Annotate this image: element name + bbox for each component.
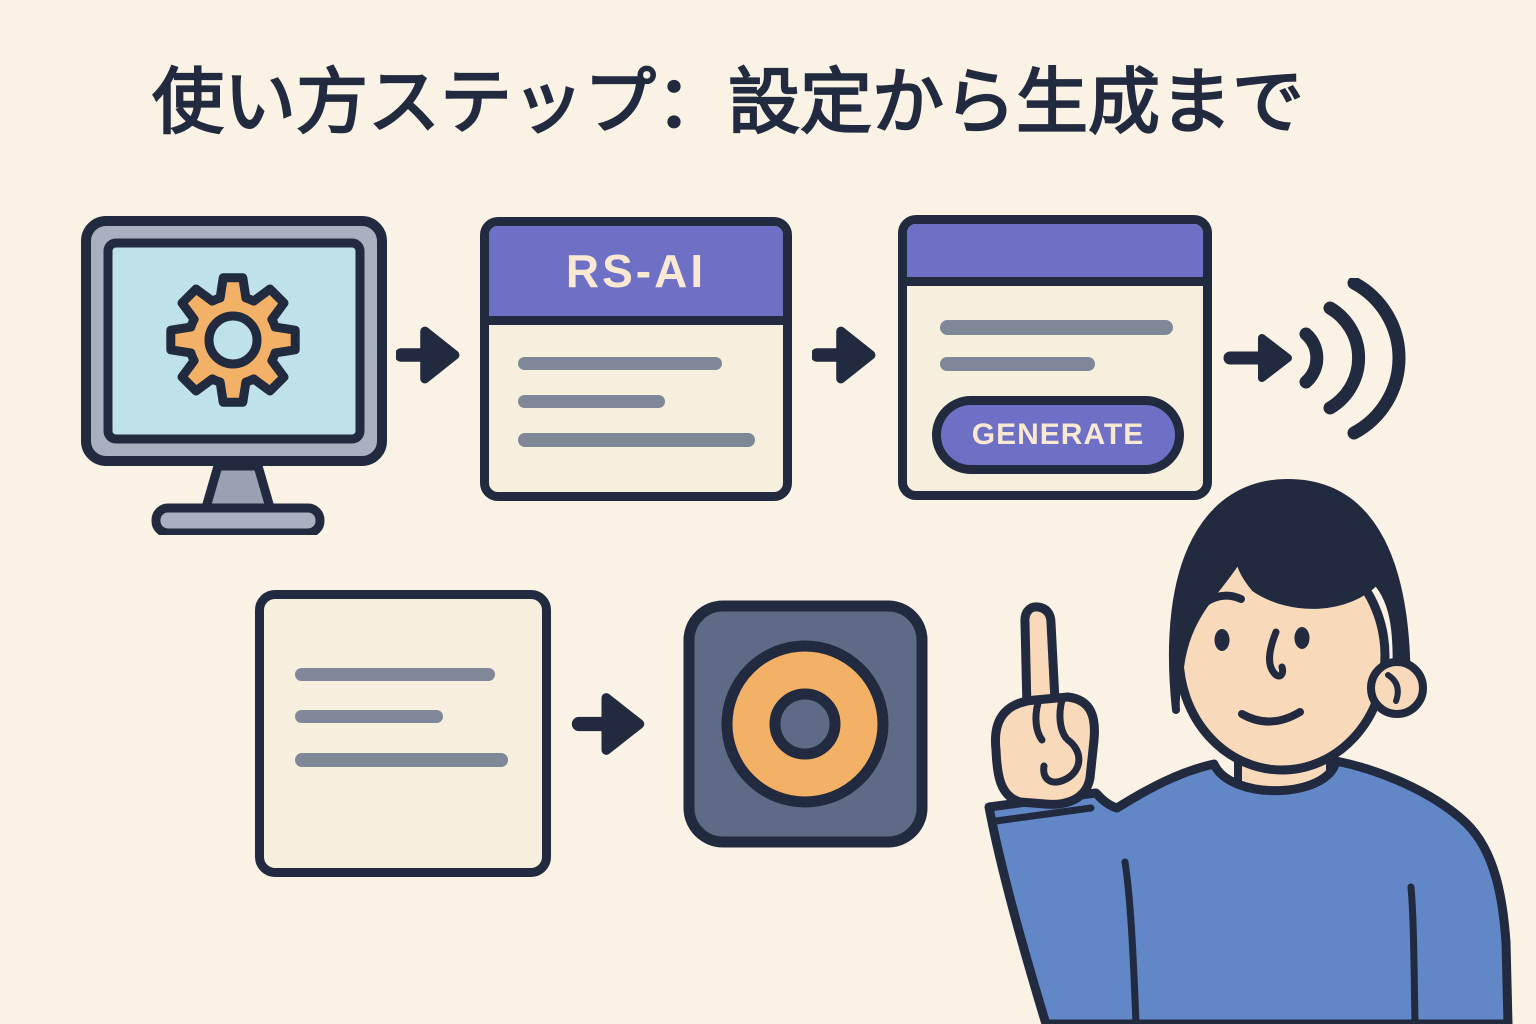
mouth (1238, 708, 1304, 726)
cuff-line (992, 804, 1095, 825)
nose (1266, 628, 1286, 680)
person-pointing-illustration (984, 478, 1513, 1024)
page-title: 使い方ステップ：設定から生成まで (152, 63, 1305, 143)
text-line (940, 320, 1173, 335)
text-line (518, 433, 755, 447)
arrow-right-icon (812, 326, 876, 384)
arm-seam (1407, 883, 1419, 1024)
speaker-hub (769, 688, 841, 760)
text-line (518, 357, 722, 370)
generate-window: GENERATE (898, 215, 1212, 500)
generate-window-header (907, 224, 1203, 286)
document-card (255, 590, 551, 877)
generate-window-body: GENERATE (907, 286, 1203, 491)
right-eye (1294, 627, 1310, 649)
person-sweater (984, 756, 1513, 1024)
text-line (295, 753, 508, 767)
rs-ai-window: RS-AI (480, 217, 792, 501)
arrow-right-icon (396, 326, 460, 384)
sleeve-seam (1121, 858, 1140, 1024)
monitor-settings-icon (81, 216, 387, 535)
speaker-icon (683, 600, 928, 848)
sound-waves-icon (1223, 278, 1406, 440)
rs-ai-window-header: RS-AI (489, 226, 783, 325)
text-line (295, 710, 443, 723)
generate-button-label: GENERATE (971, 418, 1145, 451)
text-line (295, 668, 495, 681)
rs-ai-window-body (489, 325, 783, 492)
text-line (940, 357, 1095, 371)
generate-button: GENERATE (932, 396, 1184, 474)
arrow-right-icon (571, 693, 645, 755)
eyebrows (1202, 589, 1328, 606)
rs-ai-window-title: RS-AI (565, 245, 707, 297)
knuckle-lines (1032, 696, 1070, 744)
gear-hub (204, 311, 262, 369)
pointing-finger (1020, 602, 1060, 714)
ear-inner-line (1385, 672, 1401, 704)
left-eye (1214, 629, 1230, 651)
text-line (518, 395, 665, 408)
monitor-stand-base (151, 503, 325, 535)
thumb-line (1040, 736, 1083, 786)
